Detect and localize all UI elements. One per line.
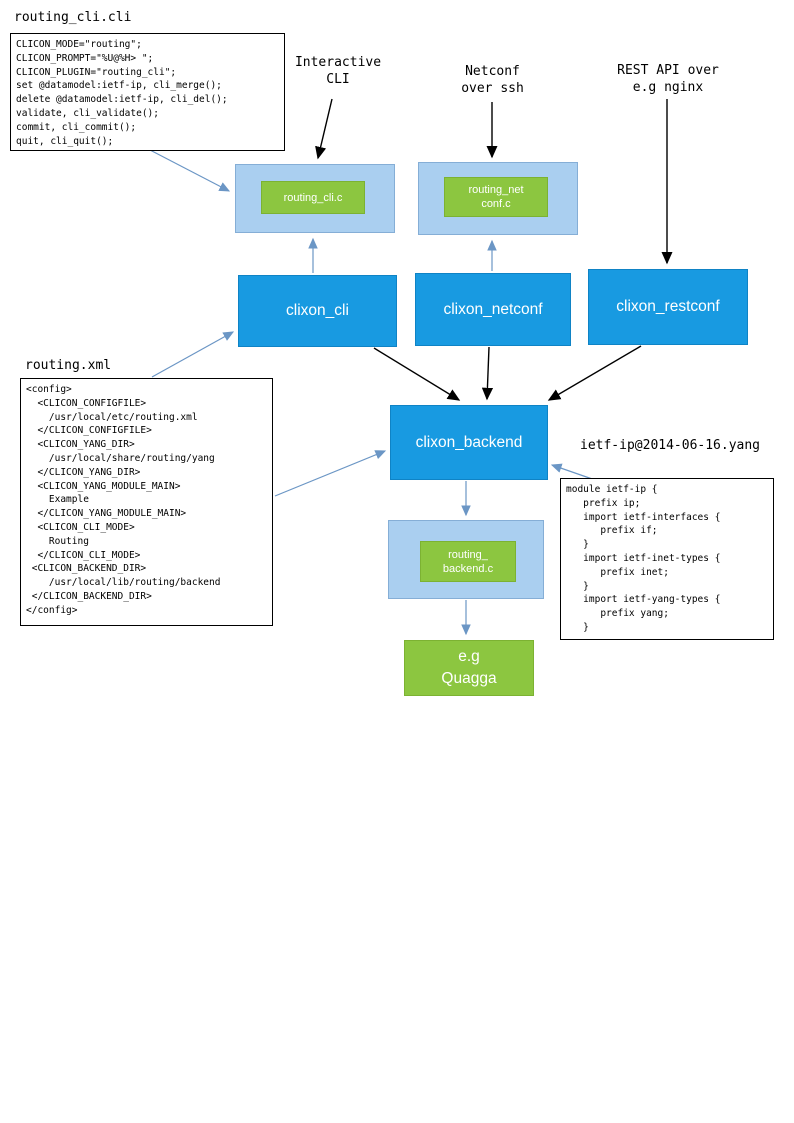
arrow-clixon-netconf-to-backend [481,346,494,401]
arrow-xml-to-backend [274,450,387,497]
node-routing-netconf-plugin-container: routing_net conf.c [418,162,578,235]
node-clixon-restconf-label: clixon_restconf [616,298,720,315]
node-quagga-label: e.g Quagga [441,648,497,687]
arrow-clixon-cli-to-backend [373,347,461,401]
arrow-clixon-restconf-to-backend [547,345,642,401]
node-routing-backend-c-label: routing_ backend.c [442,548,494,575]
node-clixon-netconf-label: clixon_netconf [443,300,543,318]
yang-file-title: ietf-ip@2014-06-16.yang [580,438,761,453]
cli-file-title: routing_cli.cli [14,10,132,25]
node-routing-cli-plugin-container: routing_cli.c [235,164,395,233]
annotation-netconf-over-ssh: Netconf over ssh [461,64,524,96]
node-clixon-cli-label: clixon_cli [286,302,349,319]
node-routing-netconf-c-label: routing_net conf.c [468,184,524,210]
node-routing-backend-c: routing_ backend.c [420,541,516,582]
node-routing-cli-c-label: routing_cli.c [283,191,343,204]
node-routing-backend-plugin-container: routing_ backend.c [388,520,544,599]
xml-file-title: routing.xml [25,358,112,373]
node-clixon-backend-label: clixon_backend [415,433,523,451]
arrow-interactive-cli-to-routing-cli-c [315,98,333,160]
node-clixon-backend: clixon_backend [390,405,548,480]
arrow-cli-code-to-routing-cli-c [149,149,231,192]
node-clixon-cli: clixon_cli [238,275,397,347]
node-clixon-netconf: clixon_netconf [415,273,571,346]
xml-code-box: <config> <CLICON_CONFIGFILE> /usr/local/… [20,378,273,626]
yang-code-text: module ietf-ip { prefix ip; import ietf-… [566,484,721,633]
node-routing-cli-c: routing_cli.c [261,181,365,214]
node-quagga: e.g Quagga [404,640,534,696]
node-routing-netconf-c: routing_net conf.c [444,177,548,217]
annotation-interactive-cli: Interactive CLI [294,55,382,87]
annotation-rest-api: REST API over e.g nginx [617,63,719,95]
cli-code-box: CLICON_MODE="routing"; CLICON_PROMPT="%U… [10,33,285,151]
yang-code-box: module ietf-ip { prefix ip; import ietf-… [560,478,774,640]
cli-code-text: CLICON_MODE="routing"; CLICON_PROMPT="%U… [16,39,228,147]
xml-code-text: <config> <CLICON_CONFIGFILE> /usr/local/… [26,384,221,616]
arrow-xml-to-clixon-cli [151,331,235,378]
node-clixon-restconf: clixon_restconf [588,269,748,345]
